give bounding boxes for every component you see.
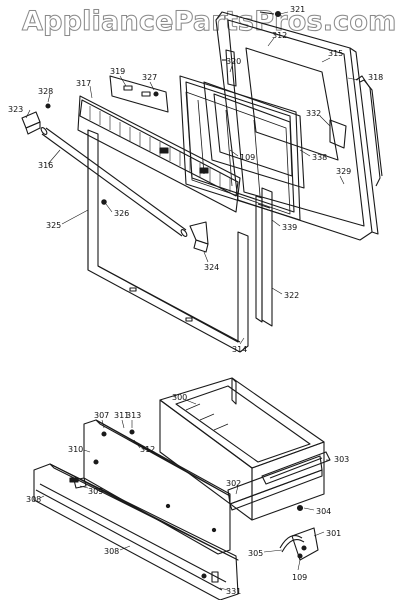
vent-grille (77, 95, 241, 213)
outer-door-frame (87, 129, 249, 353)
label-338: 338 (312, 153, 327, 162)
inner-door-frame (255, 187, 273, 327)
screw-109-lower (297, 553, 303, 559)
leader-lines (25, 11, 359, 591)
label-311: 311 (114, 411, 129, 420)
door-liner (179, 75, 301, 221)
label-309: 309 (88, 487, 103, 496)
label-332: 332 (306, 109, 321, 118)
clip-309 (73, 477, 87, 489)
label-310: 310 (68, 445, 83, 454)
label-313: 313 (126, 411, 141, 420)
label-314: 314 (232, 345, 247, 354)
label-324: 324 (204, 263, 219, 272)
top-screw (259, 10, 282, 18)
door-bracket (329, 119, 347, 149)
label-339: 339 (282, 223, 297, 232)
screw-328 (45, 103, 51, 109)
end-cap (21, 111, 41, 135)
bracket-301 (291, 527, 319, 561)
label-325: 325 (46, 221, 61, 230)
label-308-bottom: 308 (104, 547, 119, 556)
clip (153, 91, 159, 97)
label-301: 301 (326, 529, 341, 538)
hinge-bracket (222, 49, 237, 87)
label-308-left: 308 (26, 495, 41, 504)
screw-326 (101, 199, 107, 205)
screws-311-313 (101, 429, 135, 437)
label-302: 302 (226, 479, 241, 488)
door-hinge-bracket (189, 221, 209, 253)
label-312-lower: 312 (140, 445, 155, 454)
label-322: 322 (284, 291, 299, 300)
label-327: 327 (142, 73, 157, 82)
outer-door-panel (215, 11, 379, 241)
screw-304 (296, 504, 304, 512)
label-307: 307 (94, 411, 109, 420)
label-323: 323 (8, 105, 23, 114)
drawer-rail (227, 455, 323, 511)
vent-plate (109, 75, 169, 113)
label-326: 326 (114, 209, 129, 218)
label-312-upper: 312 (272, 31, 287, 40)
rod-316 (40, 127, 188, 237)
label-315: 315 (328, 49, 343, 58)
label-317: 317 (76, 79, 91, 88)
door-handle-rod (355, 75, 383, 187)
label-303: 303 (334, 455, 349, 464)
clip-305 (279, 535, 305, 553)
label-304: 304 (316, 507, 331, 516)
label-300: 300 (172, 393, 187, 402)
label-109-upper: 109 (240, 153, 255, 162)
label-305: 305 (248, 549, 263, 558)
drawer-front-panel (33, 463, 239, 600)
label-316: 316 (38, 161, 53, 170)
label-318: 318 (368, 73, 383, 82)
label-331: 331 (226, 587, 241, 596)
label-329: 329 (336, 167, 351, 176)
label-109-lower: 109 (292, 573, 307, 582)
watermark: AppliancePartsPros.com (21, 6, 397, 38)
label-319: 319 (110, 67, 125, 76)
part-labels: 321 312 315 318 319 327 320 317 323 328 … (8, 5, 383, 596)
label-321: 321 (290, 5, 305, 14)
label-328: 328 (38, 87, 53, 96)
label-320: 320 (226, 57, 241, 66)
